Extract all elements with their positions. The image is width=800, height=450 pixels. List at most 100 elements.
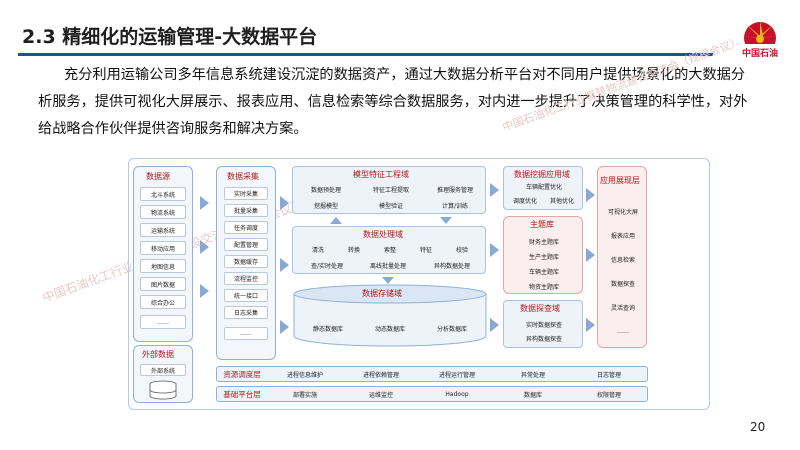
flow-arrow xyxy=(490,243,499,257)
processing-item: 异构数据处理 xyxy=(433,262,470,270)
data-storage-cylinder xyxy=(293,284,487,347)
flow-arrow xyxy=(200,284,209,298)
model-item: 模型验证 xyxy=(378,202,403,210)
application-item: 可视化大屏 xyxy=(607,208,638,216)
application-display-panel: 应用展现层 可视化大屏 报表应用 信息检索 数据探查 灵活查询 …… xyxy=(597,166,647,348)
subject-item: 财务主题库 xyxy=(528,238,559,246)
application-item: 信息检索 xyxy=(610,256,635,264)
subject-item: 生产主题库 xyxy=(528,253,559,261)
logo-text: 中国石油 xyxy=(741,49,778,59)
source-item: 综合办公 xyxy=(140,295,186,309)
model-engineering-panel: 模型特征工程域 数据预处理 特征工程提取 推理服务管理 挖掘模型 模型验证 计算… xyxy=(292,166,486,214)
subject-library-panel: 主题库 财务主题库 生产主题库 车辆主题库 物资主题库 xyxy=(503,216,583,294)
mining-item: 其他优化 xyxy=(549,198,574,205)
processing-item: 特征 xyxy=(419,246,432,254)
subject-library-header: 主题库 xyxy=(530,220,554,229)
source-item: 地图信息 xyxy=(140,259,186,273)
collection-item: …… xyxy=(224,327,268,340)
platform-item: 部署实施 xyxy=(292,391,317,399)
data-processing-header: 数据处理域 xyxy=(363,230,403,239)
flow-arrow xyxy=(586,188,595,202)
platform-item: 权限管理 xyxy=(596,391,621,399)
model-item: 数据预处理 xyxy=(310,186,341,194)
platform-item: 运维监控 xyxy=(368,391,393,399)
flow-arrow xyxy=(440,217,452,224)
flow-arrow xyxy=(200,240,209,254)
collection-item: 日志采集 xyxy=(224,306,268,319)
resource-item: 进程运行管理 xyxy=(438,371,475,379)
exploration-item: 实时数据探查 xyxy=(525,321,562,329)
application-display-header: 应用展现层 xyxy=(600,176,640,185)
external-system-item: 外部系统 xyxy=(140,364,186,376)
collection-item: 任务调度 xyxy=(224,221,268,234)
collection-item: 实时采集 xyxy=(224,187,268,200)
architecture-frame xyxy=(128,158,710,410)
data-exploration-panel: 数据探查域 实时数据探查 异构数据探查 xyxy=(503,300,583,348)
intro-paragraph: 充分利用运输公司多年信息系统建设沉淀的数据资产，通过大数据分析平台对不同用户提供… xyxy=(38,67,748,137)
collection-item: 数据缓存 xyxy=(224,255,268,268)
data-sources-header: 数据源 xyxy=(146,172,170,181)
processing-item: 查/实时处理 xyxy=(310,262,344,270)
platform-item: Hadoop xyxy=(445,390,469,398)
flow-arrow xyxy=(280,258,289,272)
subject-item: 物资主题库 xyxy=(528,283,559,291)
data-exploration-header: 数据探查域 xyxy=(520,304,560,313)
data-storage-header: 数据存储域 xyxy=(362,289,402,298)
petrochina-logo-icon xyxy=(742,20,778,56)
page-title: 2.3 精细化的运输管理-大数据平台 xyxy=(22,26,318,48)
collection-item: 配置管理 xyxy=(224,238,268,251)
flow-arrow xyxy=(586,318,595,332)
model-item: 计算/训练 xyxy=(441,202,469,210)
data-sources-panel: 数据源 北斗系统 物流系统 运输系统 移动应用 地图信息 图片数据 综合办公 …… xyxy=(133,166,193,342)
flow-arrow xyxy=(490,318,499,332)
data-collection-header: 数据采集 xyxy=(227,172,259,181)
mining-item: 车辆配置优化 xyxy=(525,184,562,191)
base-platform-bar: 基础平台层 部署实施 运维监控 Hadoop 数据库 权限管理 xyxy=(216,386,648,402)
external-data-header: 外部数据 xyxy=(142,350,174,359)
storage-item: 动态数据库 xyxy=(374,325,405,333)
collection-item: 批量采集 xyxy=(224,204,268,217)
resource-item: 日志管理 xyxy=(596,371,621,379)
resource-scheduling-header: 资源调度层 xyxy=(223,369,261,379)
flow-arrow xyxy=(586,248,595,262)
flow-arrow xyxy=(280,196,289,210)
exploration-item: 异构数据探查 xyxy=(525,335,562,343)
model-item: 推理服务管理 xyxy=(436,186,473,194)
resource-scheduling-bar: 资源调度层 进程信息维护 进程依赖管理 进程运行管理 异常处理 日志管理 xyxy=(216,366,648,382)
flow-arrow xyxy=(382,277,394,284)
flow-arrow xyxy=(490,183,499,197)
data-processing-panel: 数据处理域 清洗 转换 索整 特征 校验 查/实时处理 离线批量处理 异构数据处… xyxy=(292,226,486,274)
storage-item: 分析数据库 xyxy=(436,325,467,333)
data-mining-header: 数据挖掘应用域 xyxy=(514,170,570,179)
external-data-panel: 外部数据 外部系统 xyxy=(133,345,193,403)
model-item: 特征工程提取 xyxy=(372,186,409,194)
processing-item: 清洗 xyxy=(311,246,324,254)
flow-arrow xyxy=(280,320,289,334)
source-item: 运输系统 xyxy=(140,223,186,237)
source-item: …… xyxy=(140,315,186,329)
processing-item: 转换 xyxy=(347,246,360,254)
storage-item: 静态数据库 xyxy=(312,325,343,333)
source-item: 物流系统 xyxy=(140,205,186,219)
processing-item: 索整 xyxy=(383,246,396,254)
platform-item: 数据库 xyxy=(523,391,542,399)
title-divider xyxy=(18,53,713,56)
data-collection-panel: 数据采集 实时采集 批量采集 任务调度 配置管理 数据缓存 流程监控 统一接口 … xyxy=(216,166,276,360)
source-item: 移动应用 xyxy=(140,241,186,255)
flow-arrow xyxy=(330,217,342,224)
application-item: 灵活查询 xyxy=(610,304,635,312)
processing-item: 校验 xyxy=(455,246,468,254)
page-number: 20 xyxy=(750,420,766,434)
application-item: 数据探查 xyxy=(610,280,635,288)
resource-item: 异常处理 xyxy=(520,371,545,379)
collection-item: 统一接口 xyxy=(224,289,268,302)
subject-item: 车辆主题库 xyxy=(528,268,559,276)
model-item: 挖掘模型 xyxy=(313,202,338,210)
mining-item: 调度优化 xyxy=(512,198,537,205)
flow-arrow xyxy=(200,196,209,210)
application-item: 报表应用 xyxy=(610,232,635,240)
resource-item: 进程依赖管理 xyxy=(362,371,399,379)
collection-item: 流程监控 xyxy=(224,272,268,285)
base-platform-header: 基础平台层 xyxy=(223,389,261,399)
processing-item: 离线批量处理 xyxy=(369,262,406,270)
